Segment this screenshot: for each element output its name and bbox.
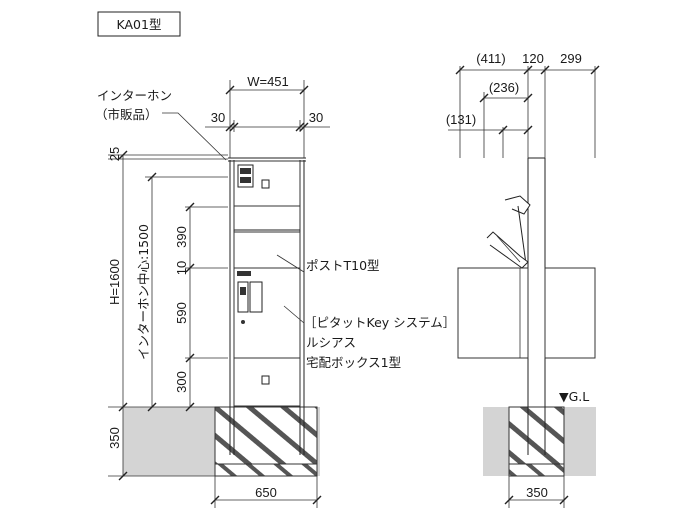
front-gravel <box>214 463 318 477</box>
leader-intercom <box>162 112 227 161</box>
post-label: ポストT10型 <box>306 258 380 273</box>
intercom-label-line1: インターホン <box>97 88 172 103</box>
delivery-box-lock <box>241 320 245 324</box>
delivery-box-panel <box>249 281 263 313</box>
side-intercom-lid <box>504 195 531 215</box>
side-lid-arm <box>517 205 527 265</box>
dim-300-label: 300 <box>174 371 189 393</box>
front-view: W=451 30 30 インターホン （市販品） ポストT10型 ［ピタットKe… <box>95 74 455 508</box>
intercom-center-label: インターホン中心:1500 <box>136 224 151 360</box>
leader-post <box>276 254 305 273</box>
side-base-width-label: 350 <box>526 485 548 500</box>
system-label-line2: ルシアス <box>306 335 356 350</box>
post-t10-body <box>233 231 301 269</box>
side-box-front <box>457 267 529 359</box>
delivery-box-handle <box>237 281 249 313</box>
system-label-line1: ［ピタットKey システム］ <box>304 315 455 330</box>
intercom-speaker <box>240 168 251 174</box>
dim-350-label: 350 <box>107 427 122 449</box>
margin-left-label: 30 <box>211 110 225 125</box>
width-label: W=451 <box>247 74 289 89</box>
model-label: KA01型 <box>117 17 162 32</box>
intercom-camera <box>240 177 251 183</box>
dim-390-label: 390 <box>174 226 189 248</box>
top-offset-label: 25 <box>107 147 122 161</box>
side-foundation <box>508 406 565 465</box>
base-width-label: 650 <box>255 485 277 500</box>
side-flap-arm <box>496 235 521 263</box>
height-label: H=1600 <box>107 259 122 305</box>
delivery-box-logo <box>237 271 251 276</box>
side-dim-120-label: 120 <box>522 51 544 66</box>
side-dim-299-label: 299 <box>560 51 582 66</box>
intercom-keyhole <box>261 179 270 189</box>
system-label-line3: 宅配ボックス1型 <box>306 355 401 370</box>
dim-590-label: 590 <box>174 302 189 324</box>
margin-right-label: 30 <box>309 110 323 125</box>
ground-level-label: ▼G.L <box>559 389 589 404</box>
delivery-box-keypad <box>240 287 246 295</box>
post-t10 <box>233 205 301 231</box>
intercom-label-line2: （市販品） <box>95 107 158 122</box>
model-label-box <box>97 11 181 37</box>
side-gravel <box>508 463 565 477</box>
bottom-box <box>233 357 301 407</box>
dim-10-label: 10 <box>174 261 189 275</box>
side-view: (411) 120 299 (236) (131) ▼G.L 350 <box>446 51 600 508</box>
side-dim-131-label: (131) <box>446 112 476 127</box>
leader-system <box>283 305 305 324</box>
side-dim-411-label: (411) <box>476 51 505 66</box>
side-box-back <box>544 267 596 359</box>
bottom-box-keyhole <box>261 375 270 385</box>
side-dim-236-label: (236) <box>489 80 519 95</box>
